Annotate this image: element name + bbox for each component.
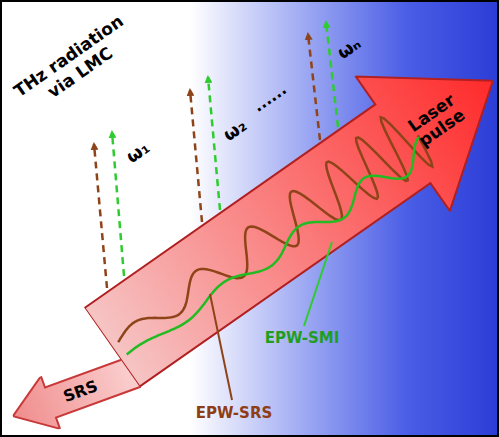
thz-caption: THz radiation via LMC xyxy=(7,9,140,118)
frequency-label: ω₂ xyxy=(217,113,253,147)
arrow-shape xyxy=(64,12,499,415)
frequency-label: ωₙ xyxy=(331,31,367,65)
frequency-label: ω₁ xyxy=(120,135,156,169)
epw-srs-wave xyxy=(99,105,437,371)
wave-label: EPW-SRS xyxy=(187,405,282,422)
ellipsis: ...... xyxy=(247,78,294,118)
epw-smi-wave xyxy=(121,137,434,366)
laser-pulse-arrow: Laser pulse xyxy=(64,12,499,415)
wave-label: EPW-SMI xyxy=(255,330,350,347)
